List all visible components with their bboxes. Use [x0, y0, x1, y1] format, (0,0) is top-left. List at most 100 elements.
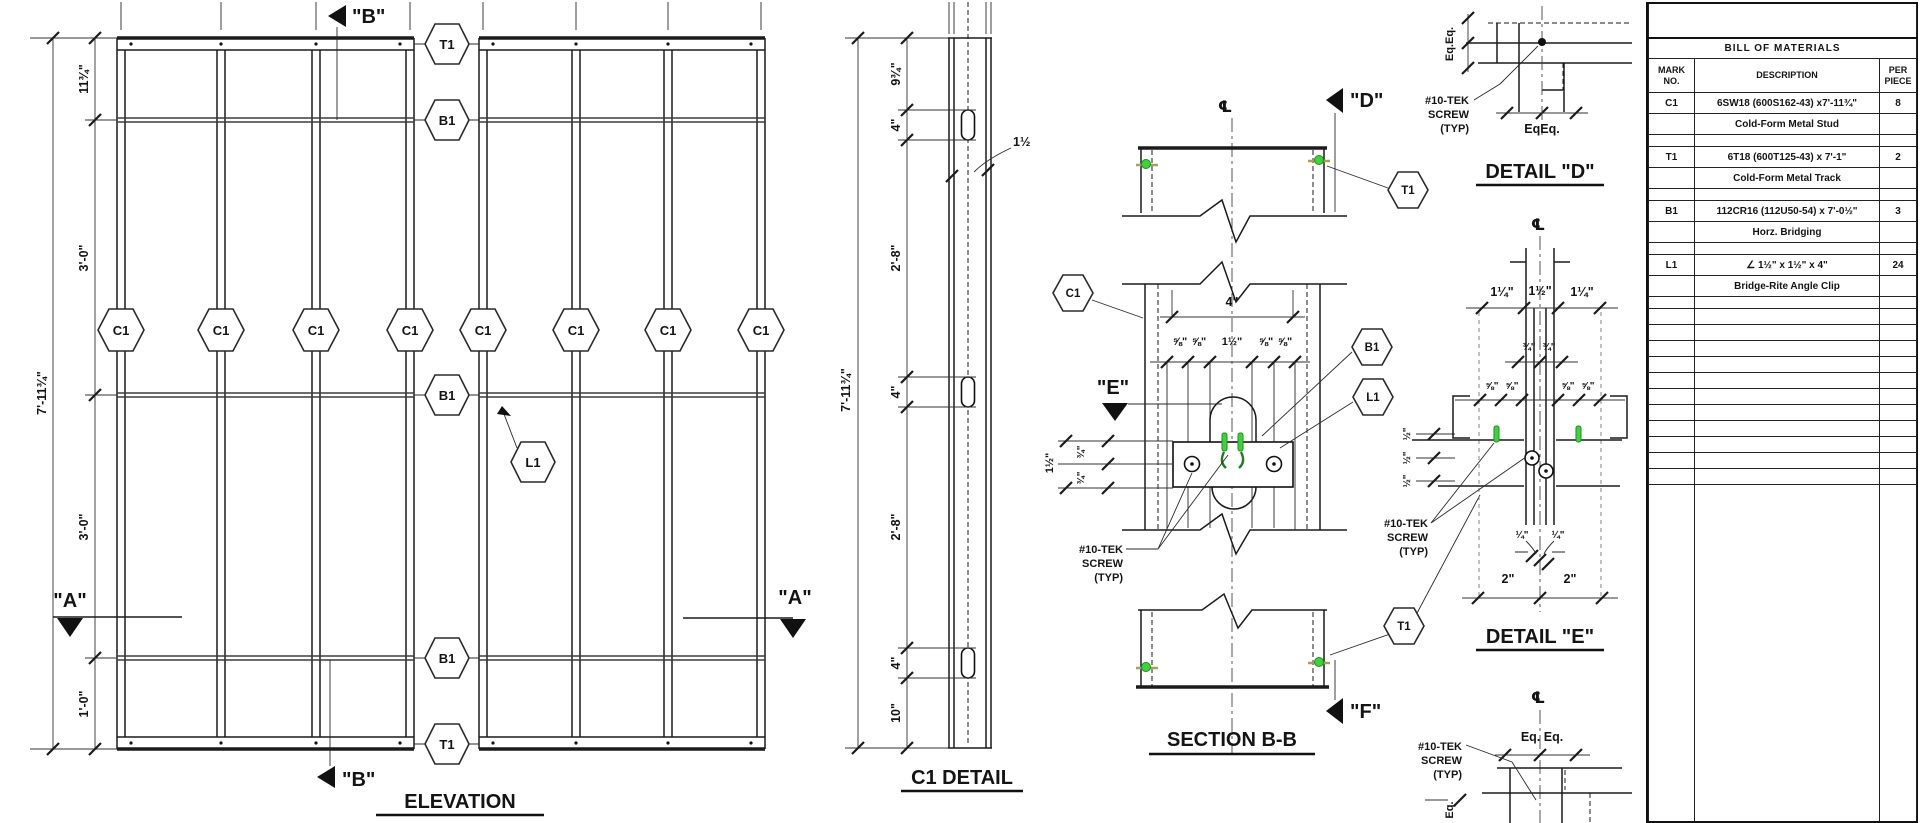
- bom-qty: 24: [1878, 254, 1918, 276]
- dim-label: ½": [1402, 451, 1413, 464]
- detail-f-cut-label: "F": [1350, 701, 1381, 723]
- bom-empty-row: [1648, 372, 1918, 389]
- bom-spacer-row: [1648, 296, 1918, 309]
- bom-row-c1-desc2: Cold-Form Metal Stud: [1648, 113, 1918, 135]
- track-bridging-mark-hexagons: T1 B1 B1 B1 T1: [424, 23, 470, 765]
- dim-label: 1½": [1222, 336, 1243, 348]
- mark-c1: C1: [1066, 288, 1081, 300]
- mark-c1: C1: [213, 323, 230, 338]
- bom-blank-header-box: [1647, 4, 1918, 39]
- knockout-offset-leader: [973, 147, 1012, 173]
- note-line: #10-TEK: [1425, 95, 1469, 107]
- note-line: #10-TEK: [1384, 518, 1428, 530]
- mark-c1: C1: [753, 323, 770, 338]
- detail-d-hidden-lines: [1488, 22, 1632, 90]
- bom-row-l1: L1 ∠ 1½" x 1½" x 4" 24: [1648, 254, 1918, 276]
- dim-label: 4": [889, 656, 903, 669]
- dim-label: 3'-0": [77, 244, 91, 271]
- mark-c1: C1: [402, 323, 419, 338]
- detail-e-cut-marker: "E": [1097, 377, 1222, 421]
- mark-t1: T1: [1401, 185, 1415, 197]
- dim-label: ¾": [1522, 342, 1535, 353]
- bom-row-l1-desc2: Bridge-Rite Angle Clip: [1648, 275, 1918, 297]
- bom-empty-row: [1648, 340, 1918, 357]
- bom-spacer-row: [1648, 134, 1918, 147]
- bom-empty-row: [1648, 468, 1918, 485]
- dim-label: 4": [889, 385, 903, 398]
- bom-empty-row: [1648, 436, 1918, 453]
- quarter-dim-leaders: [1515, 540, 1565, 555]
- section-dim-lines: [1058, 290, 1310, 489]
- mark-l1: L1: [1366, 392, 1380, 404]
- detail-e-dim-lines: [1416, 307, 1625, 599]
- section-b-label: "B": [352, 6, 385, 28]
- mark-c1: C1: [308, 323, 325, 338]
- section-a-marker-right: "A": [683, 587, 812, 638]
- mark-c1: C1: [660, 323, 677, 338]
- detail-d-view: Eq.Eq. #10-TEK SCREW (TYP) EqEq. DETAIL …: [1425, 6, 1632, 187]
- b1-leader: [1261, 351, 1353, 437]
- detail-d-screw-leader: [1473, 45, 1539, 101]
- dim-label: ¾": [1076, 445, 1087, 458]
- screw-point: [1538, 38, 1546, 46]
- bom-qty: 8: [1878, 92, 1918, 114]
- dimension-ticks: [46, 31, 102, 756]
- bom-spacer-row: [1648, 242, 1918, 255]
- dim-label: 10": [889, 703, 903, 723]
- note-line: SCREW: [1387, 532, 1429, 544]
- clip-edges: [1412, 439, 1622, 487]
- bom-mark: C1: [1648, 92, 1695, 114]
- mark-l1: L1: [525, 455, 540, 470]
- bom-row-c1: C1 6SW18 (600S162-43) x7'-11¾" 8: [1648, 92, 1918, 114]
- bom-col-header-description: DESCRIPTION: [1694, 58, 1880, 93]
- l1-leader: [1279, 401, 1354, 449]
- bom-spacer-row: [1648, 188, 1918, 201]
- note-line: (TYP): [1440, 123, 1469, 135]
- mark-t1-hexagon: [1387, 171, 1429, 209]
- bridging-lines: [117, 117, 765, 661]
- dim-label: 2": [1564, 572, 1577, 586]
- bom-qty: 2: [1878, 146, 1918, 168]
- bom-row-t1-desc2: Cold-Form Metal Track: [1648, 167, 1918, 189]
- section-dim-ticks: [1059, 310, 1302, 495]
- bom-description-2: Cold-Form Metal Track: [1694, 167, 1880, 189]
- mark-b1: B1: [439, 388, 456, 403]
- dim-label: ¾": [1542, 342, 1555, 353]
- dim-label: ¼": [1515, 530, 1528, 541]
- dim-label: ½": [1402, 427, 1413, 440]
- centerline-symbol: ℄: [1218, 99, 1232, 116]
- detail-e-reference-lines: [1478, 312, 1602, 600]
- dim-label: 2'-8": [889, 244, 903, 271]
- bridging-stubs: [414, 43, 479, 745]
- c1-dimension-ticks: [851, 31, 995, 755]
- dim-label: ⅝": [1485, 381, 1498, 392]
- mark-c1: C1: [568, 323, 585, 338]
- detail-e-title: DETAIL "E": [1486, 626, 1594, 648]
- section-bb-title: SECTION B-B: [1167, 729, 1297, 751]
- note-line: #10-TEK: [1418, 741, 1462, 753]
- bom-empty-row: [1648, 420, 1918, 437]
- mark-b1-hexagon: [1351, 328, 1393, 366]
- tek-screw-symbol: [1141, 662, 1151, 672]
- tek-screw-symbol: [1314, 155, 1324, 165]
- dim-label: 11¾": [77, 64, 91, 94]
- c1-leader: [1091, 299, 1144, 319]
- dim-label: 1¼": [1490, 285, 1513, 299]
- bom-empty-row: [1648, 308, 1918, 325]
- tek-screw-note: #10-TEK SCREW (TYP): [1418, 741, 1537, 801]
- bom-row-b1: B1 112CR16 (112U50-54) x 7'-0½" 3: [1648, 200, 1918, 222]
- tek-screw-symbol: [1221, 432, 1228, 452]
- mark-t1-hexagon: [1383, 607, 1425, 645]
- mark-b1: B1: [1365, 342, 1380, 354]
- centerline-symbol: ℄: [1531, 690, 1545, 707]
- dim-label-overall: 7'-11¾": [35, 371, 49, 415]
- dim-label: ⅝": [1581, 381, 1594, 392]
- bom-empty-row: [1648, 356, 1918, 373]
- section-bb-view: ℄ "D" T1: [1044, 88, 1481, 756]
- bom-empty-row: [1648, 324, 1918, 341]
- detail-d-title: DETAIL "D": [1485, 161, 1594, 183]
